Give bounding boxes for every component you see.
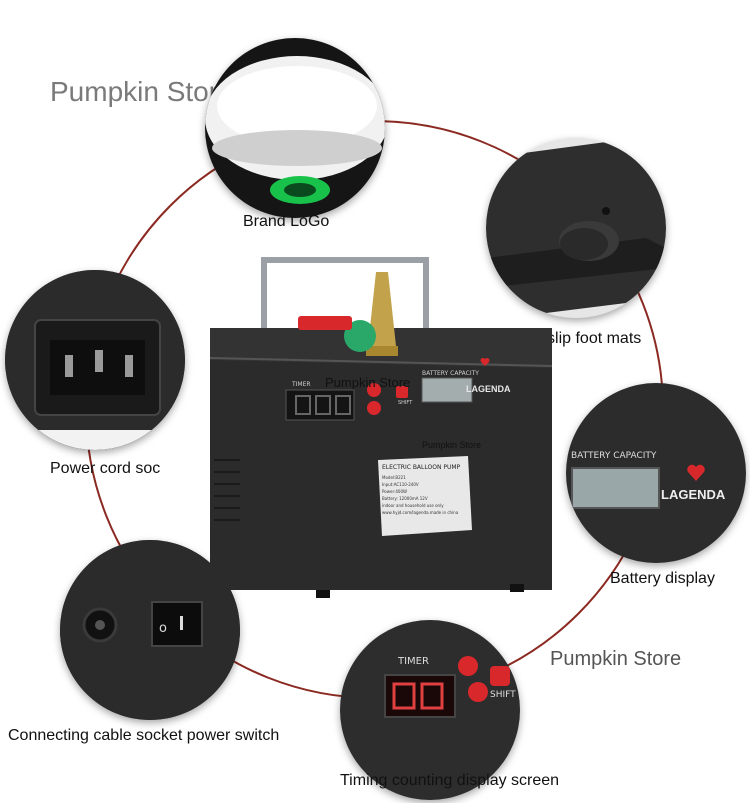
anti-slip-bubble [486, 138, 666, 318]
bubble-timer-screen [384, 674, 456, 718]
bubble-timer-text: TIMER [398, 656, 429, 667]
watermark-device-top: Pumpkin Store [325, 375, 411, 390]
sticker-line: Input:AC110-240V [382, 482, 419, 487]
svg-text:o: o [159, 621, 167, 636]
power-cord-label: Power cord soc [50, 460, 161, 477]
timing-bubble: TIMER SHIFT [340, 620, 520, 800]
bubble-down-button [468, 682, 488, 702]
brand-logo-bubble [205, 38, 385, 218]
sticker-line: Battery: 12000mA 12V [382, 496, 428, 501]
bubble-battery-capacity-text: BATTERY CAPACITY [571, 451, 657, 461]
bubble-brand-text: LAGENDA [661, 487, 726, 502]
balloon-pump-device [209, 257, 553, 598]
device-timer-text: TIMER [292, 381, 311, 388]
device-shift-text: SHIFT [398, 400, 413, 406]
power-cord-bubble [5, 270, 185, 450]
watermark-bottom-right: Pumpkin Store [550, 648, 682, 670]
bubble-up-button [458, 656, 478, 676]
timer-digits-graphic [392, 682, 444, 710]
brand-logo-photo [205, 56, 385, 204]
watermark-device-mid: Pumpkin Store [422, 440, 482, 450]
power-socket-photo [5, 270, 185, 450]
bubble-power-button [490, 666, 510, 686]
connecting-label: Connecting cable socket power switch [8, 727, 280, 744]
heart-logo-icon [687, 464, 705, 481]
anti-slip-photo [486, 138, 666, 318]
brand-logo-label: Brand LoGo [243, 213, 330, 230]
sticker-line: Power:400W [382, 489, 407, 494]
watermark-top-left: Pumpkin Store [50, 76, 234, 107]
battery-display-label: Battery display [610, 570, 715, 587]
bubble-battery-screen [571, 467, 660, 509]
sticker-title: ELECTRIC BALLOON PUMP [382, 464, 461, 471]
timing-label: Timing counting display screen [340, 772, 560, 789]
battery-display-bubble: BATTERY CAPACITY LAGENDA [566, 383, 746, 563]
sticker-line: Model:B221 [382, 475, 406, 480]
sticker-line: indoor and household use only [382, 503, 444, 508]
device-battery-capacity-text: BATTERY CAPACITY [422, 370, 479, 377]
sticker-line: www.hyjd.com/lagenda.made in china [382, 510, 459, 515]
device-brand-text: LAGENDA [466, 384, 511, 394]
bubble-shift-text: SHIFT [490, 690, 516, 700]
